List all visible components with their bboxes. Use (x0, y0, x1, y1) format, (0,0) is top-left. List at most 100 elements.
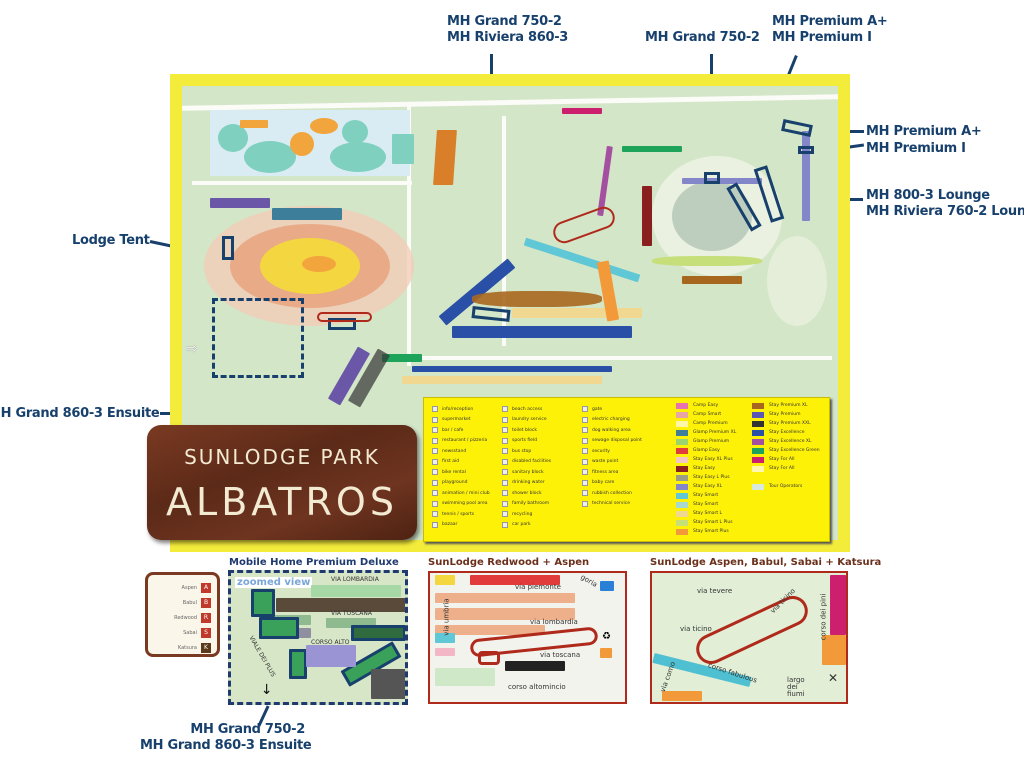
legend-label: newsstand (442, 448, 467, 454)
sign-title: ALBATROS (166, 480, 398, 524)
facility-icon (502, 500, 508, 507)
legend-label: technical service (592, 501, 630, 507)
facility-icon (432, 479, 438, 486)
road (192, 181, 412, 185)
lot-row (435, 648, 455, 656)
legend-label: car park (512, 522, 531, 528)
grand-750-outline (704, 172, 720, 184)
legend-item: bar / cafe (432, 425, 490, 436)
legend-item: tennis / sports (432, 509, 490, 520)
lot-row (642, 186, 652, 246)
legend-label: dog walking area (592, 427, 631, 433)
callout-line: MH Grand 750-2 (645, 30, 760, 45)
lodge-badge-icon: B (201, 598, 211, 608)
legend-item: car park (502, 520, 551, 531)
color-swatch (676, 402, 688, 409)
street-label: largo dei fiumi (787, 676, 805, 698)
legend-item: sewage disposal point (582, 436, 642, 447)
legend-label: rubbish collection (592, 490, 632, 496)
legend-label: swimming pool area (442, 501, 488, 507)
legend-label: fitness area (592, 469, 619, 475)
legend-item: newsstand (432, 446, 490, 457)
legend-label: Stay Smart (693, 493, 719, 498)
pool (330, 142, 386, 172)
legend-item: recycling (502, 509, 551, 520)
legend-label: bus stop (512, 448, 532, 454)
lot-row (311, 585, 401, 597)
legend-label: Camp Smart (693, 412, 722, 417)
color-swatch (752, 402, 764, 409)
legend-label: Tour Operators (769, 484, 803, 489)
legend-label: Stay Easy (693, 466, 716, 471)
facility-icon (432, 406, 438, 413)
facility-icon (432, 458, 438, 465)
legend-item: Tour Operators (752, 482, 820, 491)
lot-row (371, 669, 405, 699)
legend-label: supermarket (442, 417, 471, 423)
legend-item: Stay Easy XL Plus (676, 455, 736, 464)
legend-facilities-col2: beach access laundry service toilet bloc… (502, 404, 551, 530)
facility-icon (502, 490, 508, 497)
callout-premium-a-plus: MH Premium A+ (866, 124, 982, 140)
callout-line: MH Riviera 760-2 Lounge (866, 204, 1024, 219)
lodge-label: Babul (182, 600, 197, 606)
lot-row (600, 581, 614, 591)
callout-line: Lodge Tent (72, 233, 150, 248)
premium-a-outline (781, 119, 813, 137)
callout-line: MH Grand 750-2 (190, 722, 305, 737)
pool (244, 141, 296, 173)
color-swatch (752, 429, 764, 436)
street-label: corso altomincio (508, 683, 566, 691)
facility-icon (502, 406, 508, 413)
lodge-label: Redwood (174, 615, 197, 621)
lot-row (505, 661, 565, 671)
lot-row (412, 366, 612, 372)
legend-label: disabled facilities (512, 459, 552, 465)
lot-row (435, 608, 575, 620)
lot-row (452, 326, 632, 338)
legend-label: Stay Excellence XL (769, 439, 812, 444)
road (182, 94, 838, 111)
color-swatch (752, 483, 764, 490)
callout-line: MH Grand 860-3 Ensuite (0, 406, 160, 421)
legend-label: waste point (592, 459, 619, 465)
highlight-lots (251, 589, 275, 617)
inset-redwood-aspen: ♻ via piemonte via umbria via lombardia … (428, 571, 627, 704)
legend-label: tennis / sports (442, 511, 475, 517)
legend-item: Camp Smart (676, 410, 736, 419)
legend-item: bus stop (502, 446, 551, 457)
lodge-tent-outline (222, 236, 234, 260)
facility-icon (502, 437, 508, 444)
sign-subtitle: SUNLODGE PARK (184, 445, 380, 469)
legend-label: Glamp Easy (693, 448, 720, 453)
grand-riviera-outline (471, 306, 511, 322)
road (407, 106, 411, 366)
facility-icon (502, 427, 508, 434)
lot-row (600, 648, 612, 658)
legend-label: Glamp Premium XL (693, 430, 737, 435)
legend-label: bazaar (442, 522, 458, 528)
lot-row (512, 308, 642, 318)
legend-item: bike rental (432, 467, 490, 478)
legend-item: Stay Excellence (752, 428, 820, 437)
legend-item: swimming pool area (432, 499, 490, 510)
street-label: via toscana (540, 651, 581, 659)
facility-icon (582, 416, 588, 423)
building (240, 120, 268, 128)
legend-label: baby care (592, 480, 615, 486)
legend-item: Stay Smart (676, 491, 736, 500)
legend-item: toilet block (502, 425, 551, 436)
terrace (310, 118, 338, 134)
inset-title-premium-deluxe: Mobile Home Premium Deluxe (229, 557, 399, 568)
building (392, 134, 414, 164)
legend-label: Stay Smart L (693, 511, 723, 516)
color-swatch (676, 519, 688, 526)
highlight-lots (351, 625, 405, 641)
callout-line: MH Premium A+ (772, 14, 888, 29)
facility-icon (432, 469, 438, 476)
callout-line: MH Grand 860-3 Ensuite (140, 738, 312, 753)
legend-item: Camp Easy (676, 401, 736, 410)
legend-label: sewage disposal point (592, 438, 642, 444)
lot-row (562, 108, 602, 114)
